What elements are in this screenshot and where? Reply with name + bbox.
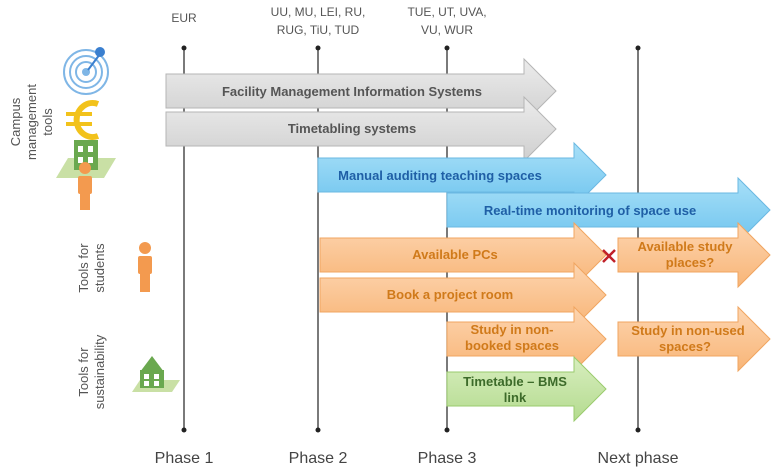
building-icon <box>132 356 180 392</box>
arrow-timetabling <box>165 95 557 163</box>
phase-label-2: Phase 2 <box>289 450 348 467</box>
phase-line-dot <box>181 45 187 51</box>
university-label-phase2: UU, MU, LEI, RU, <box>271 5 366 19</box>
arrow-label-fmis: Facility Management Information Systems <box>222 84 482 99</box>
phase-line-dot <box>315 427 321 433</box>
phase-line-dot <box>315 45 321 51</box>
arrow-label-non-booked: Study in non- <box>470 322 553 337</box>
category-students: Tools for students <box>76 243 107 293</box>
phase-label-3: Phase 3 <box>418 450 477 467</box>
phase-line-dot <box>444 427 450 433</box>
arrow-label-realtime: Real-time monitoring of space use <box>484 203 696 218</box>
person-icon <box>138 242 152 292</box>
arrow-label-non-used: spaces? <box>659 339 711 354</box>
university-label-eur: EUR <box>171 11 197 25</box>
category-sustainability: Tools for sustainability <box>76 334 107 409</box>
arrow-study-places <box>617 221 771 289</box>
cross-icon <box>602 249 616 263</box>
phase-line-dot <box>181 427 187 433</box>
category-label: Tools for <box>76 347 91 397</box>
arrow-project-room <box>319 261 607 329</box>
arrow-label-project-room: Book a project room <box>387 287 513 302</box>
person-icon <box>78 162 92 210</box>
arrow-label-manual-audit: Manual auditing teaching spaces <box>338 168 542 183</box>
target-pin-icon <box>63 47 109 95</box>
category-label: sustainability <box>92 334 107 409</box>
arrow-label-non-used: Study in non-used <box>631 323 744 338</box>
category-label: tools <box>40 108 55 136</box>
arrow-label-study-places: Available study <box>638 239 734 254</box>
phase-line-dot <box>635 45 641 51</box>
arrow-bms-link <box>446 355 607 423</box>
university-label-phase3: TUE, UT, UVA, <box>407 5 486 19</box>
category-label: Campus <box>8 97 23 146</box>
university-label-phase2: RUG, TiU, TUD <box>277 23 360 37</box>
category-campus-management: Campus management tools <box>8 84 55 160</box>
category-label: students <box>92 243 107 293</box>
category-label: Tools for <box>76 243 91 293</box>
arrow-label-bms-link: Timetable – BMS <box>463 374 567 389</box>
phase-line-dot <box>444 45 450 51</box>
phase-label-1: Phase 1 <box>155 450 214 467</box>
arrow-manual-audit <box>317 141 607 209</box>
arrow-label-available-pcs: Available PCs <box>412 247 498 262</box>
category-label: management <box>24 84 39 160</box>
arrow-fmis <box>165 57 557 125</box>
university-label-phase3: VU, WUR <box>421 23 473 37</box>
phase-line-dot <box>635 427 641 433</box>
arrow-non-booked <box>446 305 607 373</box>
euro-icon <box>66 100 100 140</box>
arrow-available-pcs <box>319 221 607 289</box>
arrow-label-non-booked: booked spaces <box>465 338 559 353</box>
arrow-label-bms-link: link <box>504 390 527 405</box>
arrow-label-study-places: places? <box>666 255 714 270</box>
phase-label-next: Next phase <box>598 450 679 467</box>
arrow-non-used <box>617 305 771 373</box>
arrow-realtime <box>446 176 771 244</box>
arrow-label-timetabling: Timetabling systems <box>288 121 416 136</box>
